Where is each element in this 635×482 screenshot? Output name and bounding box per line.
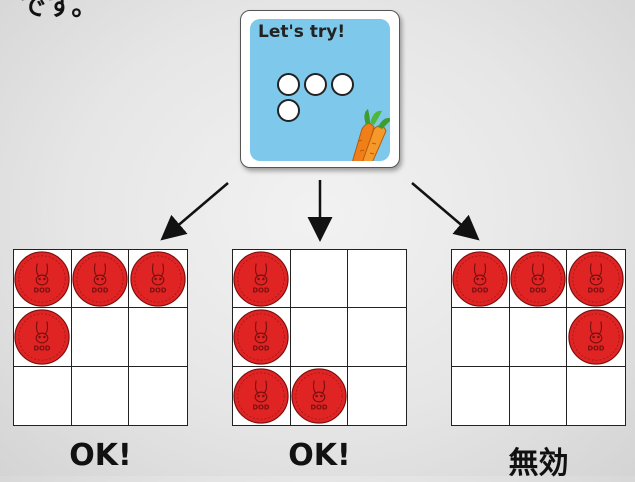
rabbit-icon [589, 263, 603, 286]
svg-text:DOD: DOD [92, 286, 109, 294]
grid-cell: DOD [232, 366, 291, 425]
grid-cell [452, 366, 510, 425]
rabbit-icon [589, 321, 603, 344]
grid-cell: DOD [509, 250, 568, 309]
rabbit-icon [254, 263, 268, 286]
grid-cell: DOD [13, 308, 72, 367]
card-title: Let's try! [258, 22, 346, 42]
rabbit-icon [35, 263, 49, 286]
grid-label-1: OK! [69, 438, 132, 473]
svg-text:DOD: DOD [150, 286, 167, 294]
pattern-slot [277, 73, 300, 96]
grid-cell: DOD [129, 250, 187, 309]
red-chip-token: DOD [567, 250, 625, 308]
grid-cell [509, 308, 568, 367]
carrot-icon [352, 109, 390, 161]
red-chip-token: DOD [290, 367, 348, 425]
grid-cell [290, 250, 349, 309]
svg-text:DOD: DOD [588, 286, 605, 294]
svg-text:DOD: DOD [253, 286, 270, 294]
grid-cell [510, 366, 568, 425]
grid-cell: DOD [232, 250, 291, 309]
grid-cell: DOD [451, 250, 510, 309]
grid-cell [129, 308, 187, 367]
arrow-right [411, 182, 480, 241]
svg-text:DOD: DOD [253, 403, 270, 411]
grid-cell [567, 367, 625, 425]
example-pattern-card: Let's try! [240, 10, 400, 168]
svg-text:DOD: DOD [530, 286, 547, 294]
grid-cell: DOD [290, 366, 349, 425]
rabbit-icon [254, 380, 268, 403]
red-chip-token: DOD [232, 367, 290, 425]
red-chip-token: DOD [232, 308, 290, 366]
grid-cell [71, 308, 130, 367]
svg-text:DOD: DOD [34, 286, 51, 294]
pattern-slot [331, 73, 354, 96]
grid-example-1: DOD DOD DOD DOD [13, 249, 188, 426]
red-chip-token: DOD [232, 250, 290, 308]
svg-text:DOD: DOD [588, 345, 605, 353]
grid-cell [452, 308, 510, 367]
grid-cell: DOD [232, 308, 291, 367]
pattern-slot [277, 99, 300, 122]
grid-label-2: OK! [288, 438, 351, 473]
arrow-left [160, 182, 229, 241]
rabbit-icon [35, 321, 49, 344]
rabbit-icon [93, 263, 107, 286]
grid-cell [290, 308, 349, 367]
red-chip-token: DOD [71, 250, 129, 308]
grid-cell [129, 367, 187, 425]
grid-cell [14, 366, 72, 425]
rabbit-icon [531, 263, 545, 286]
grid-cell [348, 250, 406, 309]
svg-text:DOD: DOD [311, 403, 328, 411]
grid-label-3: 無効 [508, 446, 569, 481]
grid-cell: DOD [13, 250, 72, 309]
pattern-slot [304, 73, 327, 96]
grid-example-2: DOD DOD DOD DOD [232, 249, 407, 426]
grid-example-3: DOD DOD DOD DOD [451, 249, 626, 426]
red-chip-token: DOD [13, 250, 71, 308]
grid-cell: DOD [567, 250, 625, 309]
intro-text-fragment: です。 [20, 0, 99, 22]
grid-cell [348, 367, 406, 425]
card-panel: Let's try! [250, 19, 390, 161]
svg-text:DOD: DOD [253, 345, 270, 353]
grid-cell [348, 308, 406, 367]
grid-cell: DOD [71, 250, 130, 309]
red-chip-token: DOD [451, 250, 509, 308]
rabbit-icon [473, 263, 487, 286]
rabbit-icon [312, 380, 326, 403]
red-chip-token: DOD [13, 308, 71, 366]
grid-cell [72, 366, 130, 425]
svg-text:DOD: DOD [34, 345, 51, 353]
svg-text:DOD: DOD [472, 286, 489, 294]
red-chip-token: DOD [129, 250, 187, 308]
grid-cell: DOD [567, 308, 625, 367]
red-chip-token: DOD [567, 308, 625, 366]
rabbit-icon [151, 263, 165, 286]
rabbit-icon [254, 321, 268, 344]
red-chip-token: DOD [509, 250, 567, 308]
